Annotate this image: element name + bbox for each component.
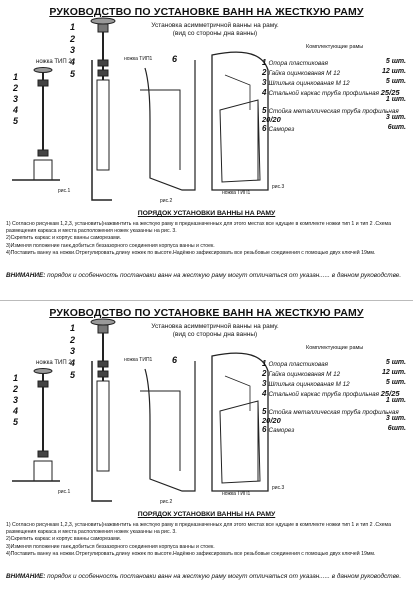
callout-left-3: 3	[13, 94, 19, 104]
warning-note: ВНИМАНИЕ: порядок и особенность постанов…	[6, 573, 402, 580]
callout-left-2: 2	[13, 384, 19, 394]
step: 3)Изменяя положение гаек,добиться беззаз…	[6, 543, 215, 550]
callout-left-3: 3	[13, 395, 19, 405]
step: 2)Скрепить каркас и корпус ванны саморез…	[6, 536, 122, 543]
foot-type1-label-b: ножка ТИП1	[222, 491, 251, 497]
install-steps: 1) Согласно рисункам 1,2,3, установить(н…	[6, 522, 410, 558]
callout-5: 5	[70, 69, 76, 79]
callout-left-1: 1	[13, 373, 19, 383]
fig-3-label: рис.3	[272, 485, 285, 491]
callout-left-5: 5	[13, 417, 19, 427]
order-title: ПОРЯДОК УСТАНОВКИ ВАННЫ НА РАМУ	[137, 511, 276, 518]
manual-page-1: РУКОВОДСТВО ПО УСТАНОВКЕ ВАНН НА ЖЕСТКУЮ…	[0, 0, 413, 300]
page-title: РУКОВОДСТВО ПО УСТАНОВКЕ ВАНН НА ЖЕСТКУЮ…	[49, 6, 364, 18]
fig-3-label: рис.3	[272, 184, 285, 190]
foot-type1-label-b: ножка ТИП1	[222, 190, 251, 196]
callout-3: 3	[70, 346, 76, 356]
foot-type2-label: ножка ТИП 2	[36, 360, 72, 366]
callout-left-4: 4	[13, 105, 19, 115]
assembly-drawing	[12, 17, 269, 201]
label-6: 6	[172, 54, 178, 64]
callout-5: 5	[70, 370, 76, 380]
components-title: Комплектующие рамы	[306, 44, 364, 50]
step: 3)Изменяя положение гаек,добиться беззаз…	[6, 242, 215, 249]
step: 4)Поставить ванну на ножки.Отрегулироват…	[6, 249, 376, 256]
fig-2-label: рис.2	[160, 499, 173, 505]
callout-2: 2	[70, 335, 76, 345]
order-title: ПОРЯДОК УСТАНОВКИ ВАННЫ НА РАМУ	[137, 210, 276, 217]
callout-left-4: 4	[13, 406, 19, 416]
fig-2-label: рис.2	[160, 198, 173, 204]
components-title: Комплектующие рамы	[306, 345, 364, 351]
step: 1) Согласно рисункам 1,2,3, установить(н…	[6, 522, 391, 536]
callout-1: 1	[70, 323, 76, 333]
callout-left-5: 5	[13, 116, 19, 126]
figure-subtitle: Установка асимметричной ванны на раму. (…	[151, 323, 279, 338]
label-6: 6	[172, 355, 178, 365]
install-steps: 1) Согласно рисункам 1,2,3, установить(н…	[6, 221, 410, 257]
callout-1: 1	[70, 22, 76, 32]
assembly-drawing	[12, 318, 269, 502]
figure-subtitle: Установка асимметричной ванны на раму. (…	[151, 22, 279, 37]
callout-4: 4	[70, 57, 76, 67]
foot-type1-label: ножка ТИП1	[124, 56, 153, 62]
warning-note: ВНИМАНИЕ: порядок и особенность постанов…	[6, 272, 402, 279]
callout-3: 3	[70, 45, 76, 55]
manual-page-2: РУКОВОДСТВО ПО УСТАНОВКЕ ВАНН НА ЖЕСТКУЮ…	[0, 300, 413, 601]
callout-left-1: 1	[13, 72, 19, 82]
step: 2)Скрепить каркас и корпус ванны саморез…	[6, 235, 122, 242]
fig-1-label: рис.1	[58, 489, 71, 495]
step: 4)Поставить ванну на ножки.Отрегулироват…	[6, 550, 376, 557]
page-title: РУКОВОДСТВО ПО УСТАНОВКЕ ВАНН НА ЖЕСТКУЮ…	[49, 307, 364, 319]
fig-1-label: рис.1	[58, 188, 71, 194]
foot-type1-label: ножка ТИП1	[124, 357, 153, 363]
callout-2: 2	[70, 34, 76, 44]
callout-left-2: 2	[13, 83, 19, 93]
foot-type2-label: ножка ТИП 2	[36, 59, 72, 65]
step: 1) Согласно рисункам 1,2,3, установить(н…	[6, 221, 391, 235]
callout-4: 4	[70, 358, 76, 368]
